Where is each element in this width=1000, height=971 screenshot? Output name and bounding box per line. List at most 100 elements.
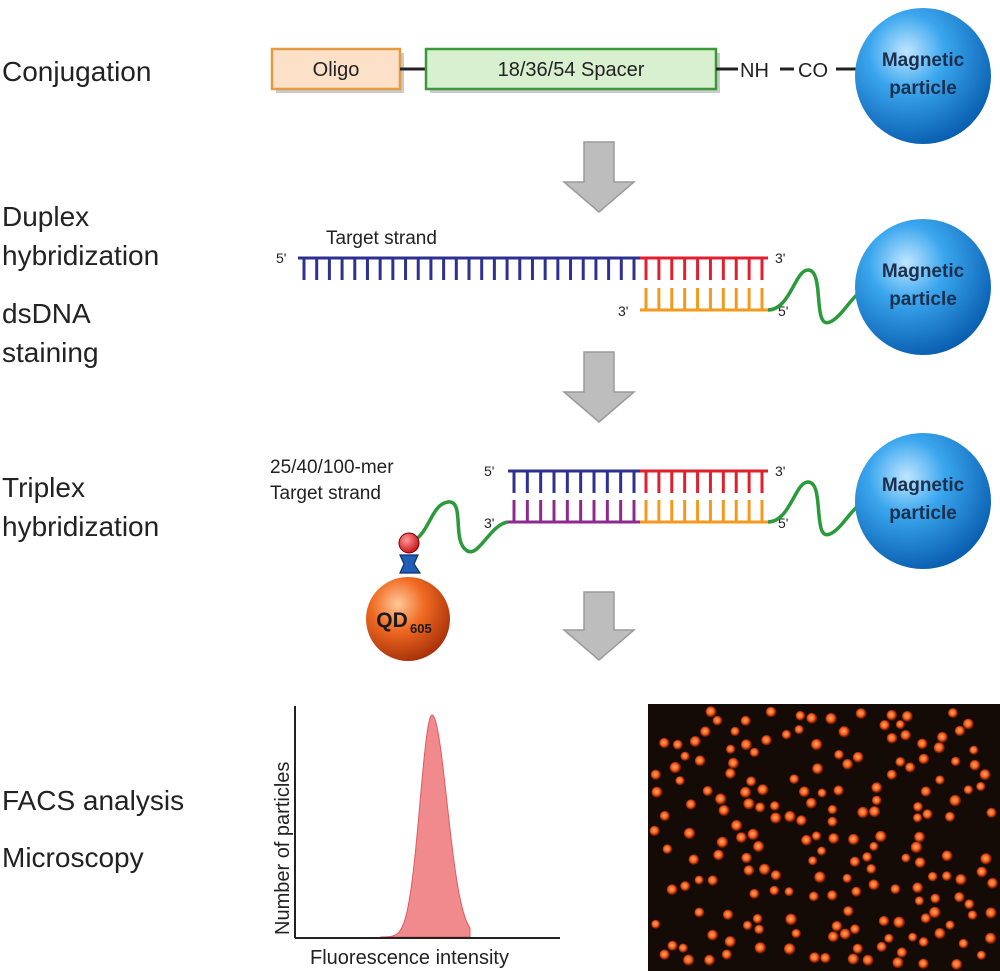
microscopy-particle — [754, 942, 767, 954]
triplex-complex: 25/40/100-mer Target strand 5' 3' 3' 5' — [270, 457, 860, 574]
microscopy-particle — [964, 899, 975, 910]
step-label-conjugation: Conjugation — [2, 56, 151, 87]
triplex-spacer-linker — [767, 480, 860, 537]
microscopy-particle — [811, 738, 823, 751]
microscopy-particle — [828, 833, 840, 844]
microscopy-particle — [669, 761, 682, 774]
microscopy-particle — [862, 852, 873, 863]
microscopy-particle — [905, 762, 916, 773]
microscopy-particle — [851, 886, 862, 897]
triplex-red-teeth — [644, 471, 764, 493]
microscopy-particle — [743, 798, 755, 810]
triplex-purple-teeth — [512, 500, 636, 522]
microscopy-particle — [722, 909, 734, 920]
microscopy-particle — [702, 786, 713, 797]
microscopy-particle — [741, 852, 752, 864]
microscopy-particle — [817, 788, 827, 798]
microscopy-particle — [740, 715, 751, 727]
microscopy-particle — [808, 856, 818, 866]
microscopy-particles — [649, 706, 998, 970]
microscopy-particle — [827, 890, 838, 901]
biotin-dot — [398, 532, 420, 554]
microscopy-particle — [862, 954, 874, 966]
microscopy-particle — [700, 726, 711, 737]
microscopy-particle — [678, 943, 688, 953]
microscopy-particle — [831, 921, 843, 932]
triplex-bot-3-label: 3' — [484, 515, 494, 531]
step-label-duplex-line2: hybridization — [2, 240, 159, 271]
duplex-red-teeth — [644, 258, 764, 280]
microscopy-particle — [847, 953, 860, 965]
microscopy-particle — [869, 806, 881, 818]
microscopy-particle — [783, 943, 796, 955]
microscopy-particle — [827, 816, 838, 827]
microscopy-particle — [942, 871, 952, 882]
microscopy-particle — [761, 735, 772, 746]
microscopy-particle — [725, 768, 736, 779]
microscopy-particle — [987, 877, 998, 889]
step-label-triplex-line2: hybridization — [2, 511, 159, 542]
microscopy-particle — [707, 875, 718, 886]
microscopy-particle — [730, 726, 740, 737]
microscopy-particle — [875, 830, 887, 843]
microscopy-particle — [817, 846, 827, 856]
microscopy-particle — [930, 893, 941, 904]
microscopy-particle — [954, 892, 965, 903]
triplex-target-line1: 25/40/100-mer — [270, 457, 394, 478]
microscopy-particle — [755, 802, 766, 813]
duplex-top-5-label: 5' — [276, 250, 286, 266]
microscopy-particle — [941, 850, 953, 862]
microscopy-particle — [918, 753, 930, 765]
microscopy-particle — [683, 954, 695, 966]
microscopy-particle — [789, 774, 800, 785]
microscopy-particle — [806, 712, 818, 724]
microscopy-particle — [890, 884, 901, 895]
arrow-down-1 — [561, 141, 637, 213]
duplex-blue-teeth — [302, 258, 636, 280]
microscopy-particle — [839, 928, 851, 940]
microscopy-particle — [799, 786, 810, 798]
triplex-orange-teeth — [644, 500, 764, 522]
microscopy-particle — [688, 854, 700, 865]
microscopy-particle — [749, 888, 760, 899]
duplex-top-3-label: 3' — [775, 250, 785, 266]
microscopy-particle — [795, 710, 806, 721]
microscopy-particle — [857, 806, 869, 819]
microscopy-particle — [809, 952, 821, 964]
microscopy-particle — [917, 738, 928, 750]
microscopy-particle — [866, 864, 877, 874]
microscopy-particle — [886, 769, 898, 780]
bead-3-line1: Magnetic — [882, 475, 965, 496]
microscopy-particle — [986, 807, 997, 819]
microscopy-particle — [913, 802, 923, 812]
microscopy-particle — [842, 758, 854, 770]
microscopy-particle — [721, 949, 733, 960]
microscopy-particle — [715, 793, 727, 805]
microscopy-particle — [878, 915, 890, 927]
microscopy-particle — [855, 708, 867, 719]
triplex-bot-5-label: 5' — [778, 515, 788, 531]
duplex-bot-3-label: 3' — [618, 303, 628, 319]
microscopy-particle — [842, 873, 852, 884]
microscopy-particle — [893, 916, 905, 929]
microscopy-particle — [884, 933, 894, 944]
microscopy-particle — [726, 744, 736, 754]
microscopy-particle — [827, 804, 838, 815]
microscopy-particle — [667, 940, 678, 951]
microscopy-particle — [791, 928, 801, 939]
microscopy-particle — [843, 906, 854, 917]
triplex-target-line2: Target strand — [270, 483, 381, 504]
microscopy-particle — [743, 865, 755, 876]
microscopy-particle — [650, 769, 662, 780]
microscopy-particle — [728, 757, 739, 769]
bead-1-line1: Magnetic — [882, 50, 965, 71]
microscopy-particle — [752, 913, 763, 924]
microscopy-particle — [812, 763, 824, 775]
microscopy-particle — [886, 710, 898, 721]
microscopy-particle — [784, 887, 794, 897]
microscopy-particle — [892, 957, 904, 969]
microscopy-particle — [765, 706, 777, 718]
microscopy-particle — [746, 776, 757, 787]
magnetic-particle-2: Magnetic particle — [855, 219, 991, 355]
microscopy-particle — [731, 820, 743, 832]
